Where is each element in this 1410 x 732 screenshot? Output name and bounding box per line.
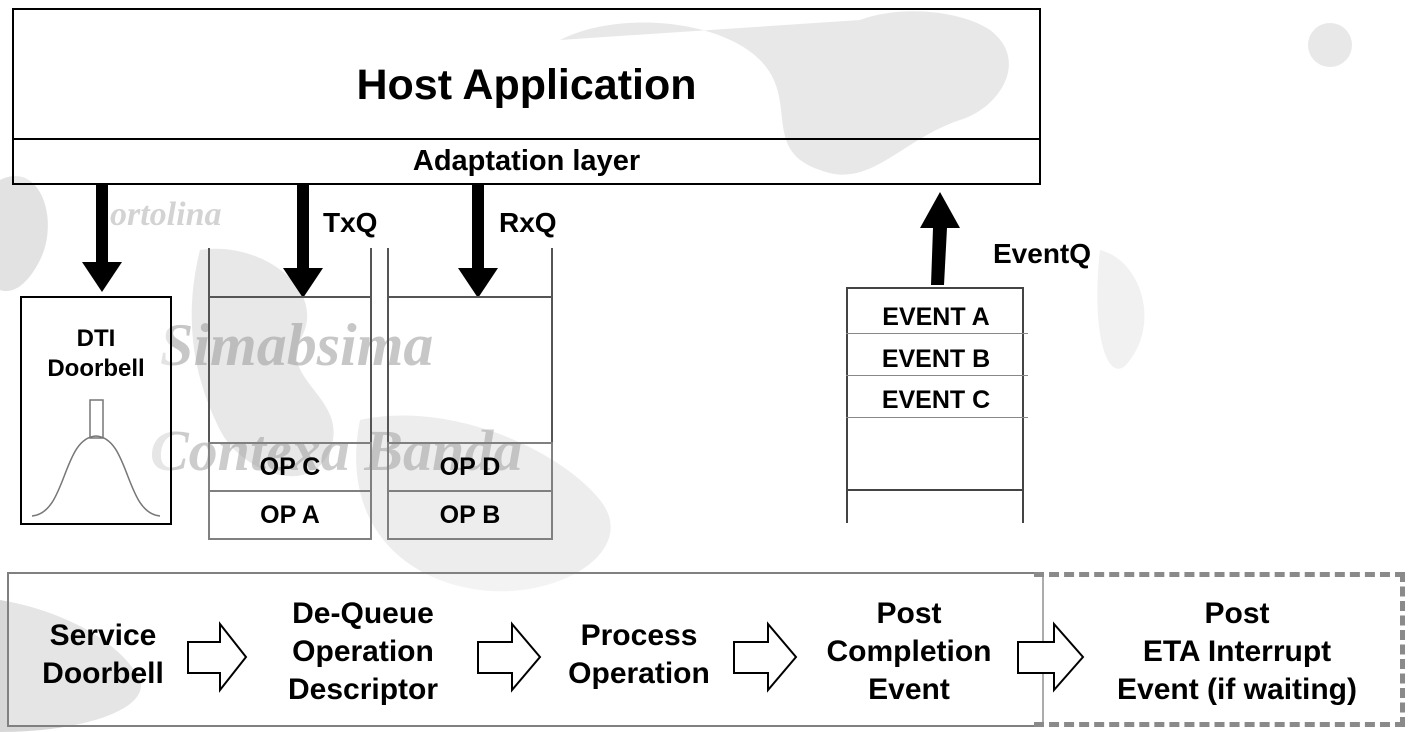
background-ink-blot [560, 11, 1009, 175]
step-process-operation: Process Operation [568, 619, 710, 690]
eventq-right-wall [1022, 287, 1024, 523]
adaptation-layer-label: Adaptation layer [412, 145, 641, 177]
background-ink-blot [191, 248, 334, 477]
rxq-right-wall [551, 248, 553, 538]
step-post-completion-event: Post Completion Event [826, 596, 992, 706]
doorbell-title-line1: DTI [76, 325, 116, 352]
background-ink-blot [356, 415, 611, 592]
hollow-arrow-icon [187, 621, 248, 693]
hollow-arrow-icon [1017, 621, 1085, 693]
doorbell-title-line2: Doorbell [47, 355, 145, 382]
eventq-stack: EVENT A EVENT B EVENT C [846, 287, 1028, 523]
doorbell-arrow [82, 185, 122, 292]
bell-icon [31, 399, 161, 517]
txq-left-wall [208, 248, 210, 538]
background-handwriting: ortolina [110, 196, 221, 233]
txq-top-line [208, 296, 372, 298]
host-application-title: Host Application [356, 60, 697, 109]
txq-right-wall [370, 248, 372, 538]
event-b: EVENT B [881, 345, 991, 373]
background-ink-blot [1097, 250, 1145, 369]
rxq-left-wall [387, 248, 389, 538]
rxq-label: RxQ [499, 207, 557, 238]
rxq-op-b: OP B [387, 490, 553, 540]
eventq-left-wall [846, 287, 848, 523]
step-service-doorbell: Service Doorbell [42, 619, 164, 690]
step-post-eta-interrupt: Post ETA Interrupt Event (if waiting) [1117, 596, 1357, 706]
eta-interrupt-dashed-box [1034, 572, 1405, 727]
background-ink-blot [1308, 23, 1352, 67]
txq-arrow [283, 185, 323, 298]
txq-label: TxQ [323, 207, 378, 238]
dti-doorbell-box: DTI Doorbell [20, 296, 172, 525]
rxq-arrow [458, 185, 498, 298]
eventq-arrow [920, 192, 960, 285]
host-divider [14, 138, 1039, 140]
background-ink-blot [0, 600, 141, 732]
event-c: EVENT C [881, 386, 991, 414]
eventq-top-line [846, 287, 1024, 289]
eventq-label: EventQ [993, 238, 1092, 269]
rxq-top-line [387, 296, 553, 298]
event-a: EVENT A [882, 303, 990, 331]
hollow-arrow-icon [733, 621, 798, 693]
background-handwriting: Contexa Banda [150, 418, 522, 483]
eventq-bottom-line [846, 489, 1024, 491]
hollow-arrow-icon [477, 621, 542, 693]
step-dequeue-descriptor: De-Queue Operation Descriptor [287, 596, 439, 706]
background-ink-blot [0, 176, 48, 292]
host-application-box: Host Application Adaptation layer [12, 8, 1041, 185]
txq-op-a: OP A [208, 490, 372, 540]
